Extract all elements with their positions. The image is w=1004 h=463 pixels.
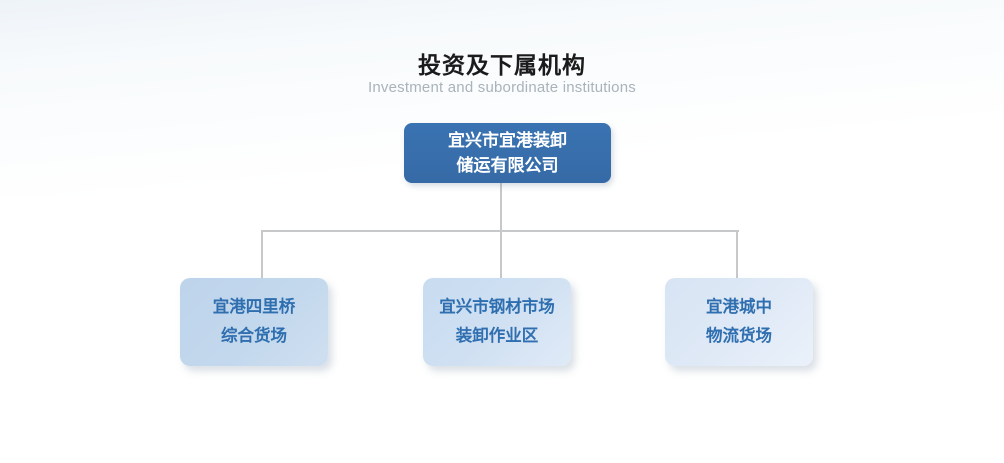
org-node-child-1: 宜港四里桥 综合货场 bbox=[180, 278, 328, 366]
connector-drop-left bbox=[261, 230, 263, 278]
org-node-child-2-label-line2: 装卸作业区 bbox=[455, 327, 539, 345]
org-node-child-2: 宜兴市钢材市场 装卸作业区 bbox=[423, 278, 571, 366]
org-node-child-3-label-line2: 物流货场 bbox=[706, 327, 772, 345]
org-node-root: 宜兴市宜港装卸 储运有限公司 bbox=[404, 123, 611, 183]
org-node-root-label-line2: 储运有限公司 bbox=[456, 156, 559, 175]
org-node-root-label-line1: 宜兴市宜港装卸 bbox=[448, 131, 567, 150]
page-title: 投资及下属机构 bbox=[418, 52, 586, 78]
connector-drop-right bbox=[736, 230, 738, 278]
org-node-child-2-label-line1: 宜兴市钢材市场 bbox=[439, 298, 555, 316]
page-subtitle: Investment and subordinate institutions bbox=[368, 79, 636, 96]
org-node-child-1-label-line1: 宜港四里桥 bbox=[212, 298, 296, 316]
org-node-child-3-label-line1: 宜港城中 bbox=[706, 298, 772, 316]
connector-root-stem bbox=[500, 182, 502, 232]
org-node-child-3: 宜港城中 物流货场 bbox=[665, 278, 813, 366]
org-node-child-1-label-line2: 综合货场 bbox=[221, 327, 287, 345]
connector-drop-middle bbox=[500, 230, 502, 278]
